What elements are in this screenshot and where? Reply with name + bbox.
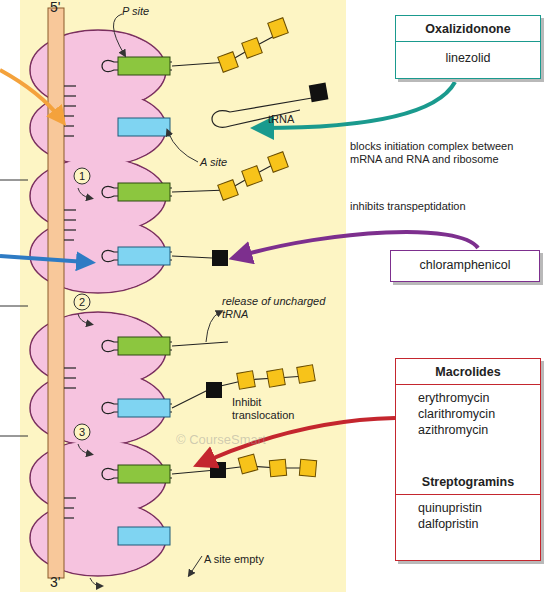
callout-number: 3 [74, 426, 90, 439]
note: release of uncharged tRNA [222, 295, 342, 321]
strand-end: 5' [50, 0, 74, 15]
drug-class-box: Oxalizidononelinezolid [395, 15, 541, 79]
note: inhibits transpeptidation [350, 200, 545, 213]
box-heading: Streptogramins [396, 469, 540, 495]
note: blocks initiation complex between mRNA a… [350, 140, 545, 166]
watermark: © CourseSmart [176, 432, 296, 447]
strand-end: 3' [50, 574, 74, 590]
callout-number: 2 [74, 296, 90, 309]
pointer-arrow [0, 256, 86, 262]
site-rects [118, 57, 170, 545]
trna-hairpins [102, 60, 312, 479]
mrna-strand [48, 8, 64, 578]
leader-lines [113, 14, 220, 574]
part-label: tRNA [268, 113, 308, 126]
box-heading: Macrolides [396, 359, 540, 385]
callout-number: 1 [74, 170, 90, 183]
part-label: A site empty [204, 553, 304, 566]
drug-box: chloramphenicol [390, 250, 540, 282]
box-body: erythromycin clarithromycin azithromycin [396, 385, 522, 442]
part-label: P site [122, 5, 182, 18]
drug-class-box: Streptograminsquinupristin dalfopristin [395, 469, 541, 561]
background-panel [20, 0, 346, 592]
pointer-arrow [0, 70, 60, 118]
amino-acid-new [206, 83, 328, 478]
separator-lines [0, 180, 28, 436]
box-text: chloramphenicol [391, 251, 539, 279]
box-heading: Oxalizidonone [396, 16, 540, 42]
pointer-arrow [262, 82, 455, 128]
drug-class-box: Macrolideserythromycin clarithromycin az… [395, 358, 541, 470]
step-circles [74, 168, 90, 440]
box-body: quinupristin dalfopristin [396, 495, 522, 536]
note: Inhibit translocation [232, 396, 304, 422]
part-label: A site [200, 156, 260, 169]
box-body: linezolid [396, 42, 540, 70]
step-arrows [78, 188, 100, 586]
